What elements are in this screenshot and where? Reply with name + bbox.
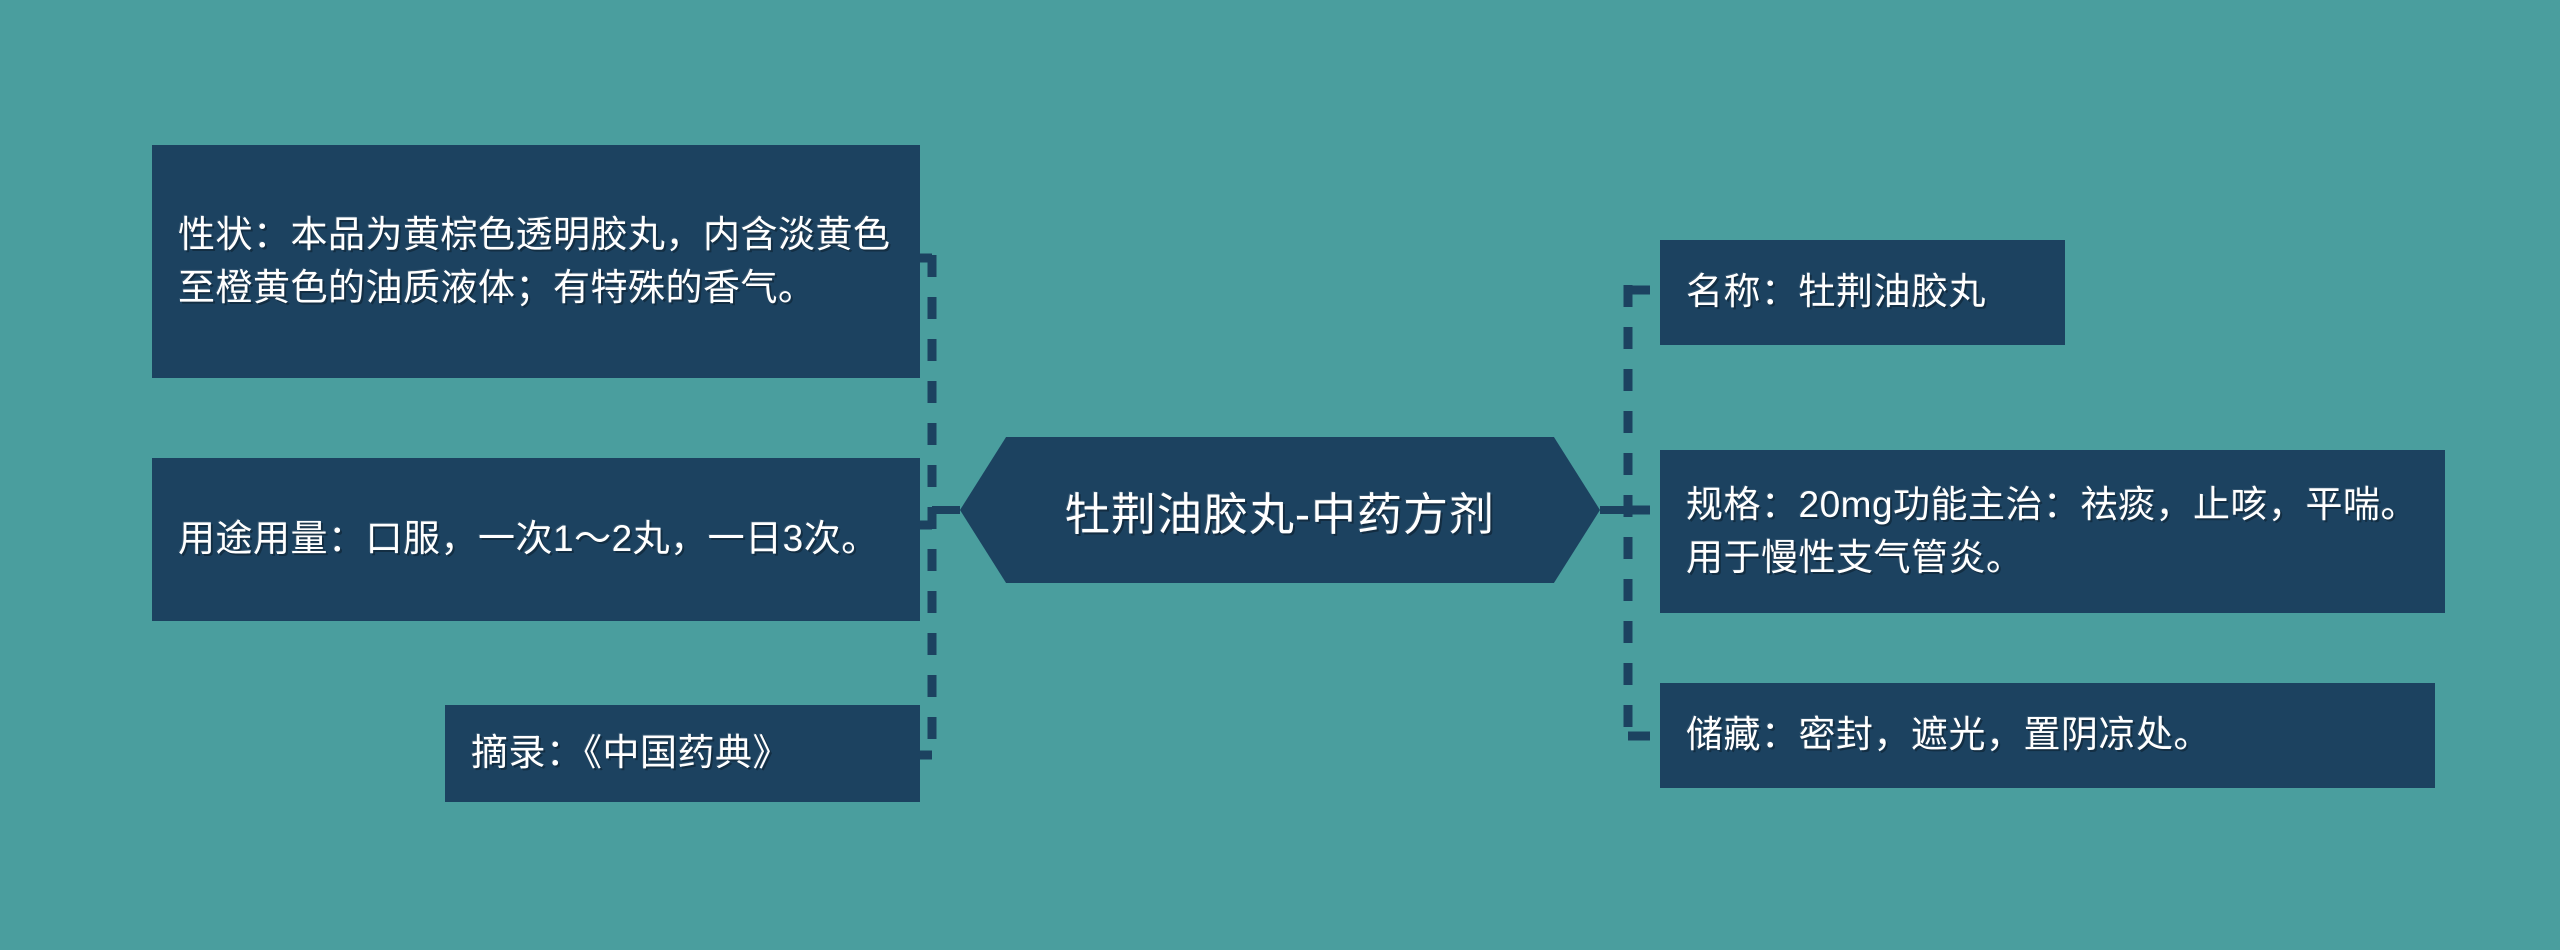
node-source-excerpt[interactable]: 摘录：《中国药典》 [445, 705, 920, 802]
node-spec-indications[interactable]: 规格：20mg功能主治：祛痰，止咳，平喘。用于慢性支气管炎。 [1660, 450, 2445, 613]
node-source-excerpt-label: 摘录：《中国药典》 [471, 732, 790, 774]
node-usage-dosage-label: 用途用量：口服，一次1～2丸，一日3次。 [178, 518, 879, 560]
node-name-label: 名称：牡荆油胶丸 [1686, 271, 1986, 313]
node-storage-label: 储藏：密封，遮光，置阴凉处。 [1686, 714, 2211, 756]
node-spec-indications-label: 规格：20mg功能主治：祛痰，止咳，平喘。用于慢性支气管炎。 [1686, 483, 2419, 578]
center-node-label: 牡荆油胶丸-中药方剂 [1065, 488, 1495, 540]
node-storage[interactable]: 储藏：密封，遮光，置阴凉处。 [1660, 683, 2435, 788]
node-name[interactable]: 名称：牡荆油胶丸 [1660, 240, 2065, 345]
node-usage-dosage[interactable]: 用途用量：口服，一次1～2丸，一日3次。 [152, 458, 920, 621]
node-properties-label: 性状：本品为黄棕色透明胶丸，内含淡黄色至橙黄色的油质液体；有特殊的香气。 [178, 213, 891, 308]
center-node[interactable]: 牡荆油胶丸-中药方剂 [960, 437, 1600, 583]
node-properties[interactable]: 性状：本品为黄棕色透明胶丸，内含淡黄色至橙黄色的油质液体；有特殊的香气。 [152, 145, 920, 378]
